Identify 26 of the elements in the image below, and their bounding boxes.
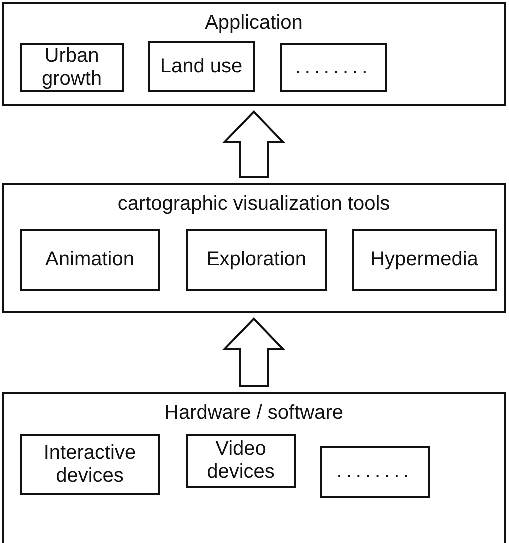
component-box — [186, 229, 327, 291]
block-arrow — [222, 110, 286, 178]
block-arrow — [222, 318, 286, 387]
component-label: ........ — [336, 460, 414, 484]
component-label: ........ — [294, 56, 373, 79]
component-label: Animation — [44, 248, 136, 272]
component-label: Video devices — [206, 438, 276, 484]
component-box — [280, 43, 387, 92]
component-label: Urban growth — [40, 44, 104, 90]
component-box — [148, 41, 255, 92]
layer-title: Hardware / software — [164, 402, 344, 425]
layer-title: Application — [204, 12, 304, 35]
layer-panel — [2, 2, 506, 106]
component-label: Hypermedia — [370, 248, 480, 272]
component-box — [20, 229, 160, 291]
component-label: Exploration — [205, 248, 308, 272]
component-label: Interactive devices — [42, 442, 138, 488]
component-box — [20, 434, 160, 495]
layer-panel — [2, 392, 506, 543]
component-label: Land use — [159, 55, 244, 78]
component-box — [352, 229, 497, 291]
component-box — [186, 434, 296, 488]
component-box — [320, 446, 430, 498]
layer-title: cartographic visualization tools — [116, 193, 392, 216]
layer-panel — [2, 183, 506, 313]
component-box — [20, 43, 124, 92]
